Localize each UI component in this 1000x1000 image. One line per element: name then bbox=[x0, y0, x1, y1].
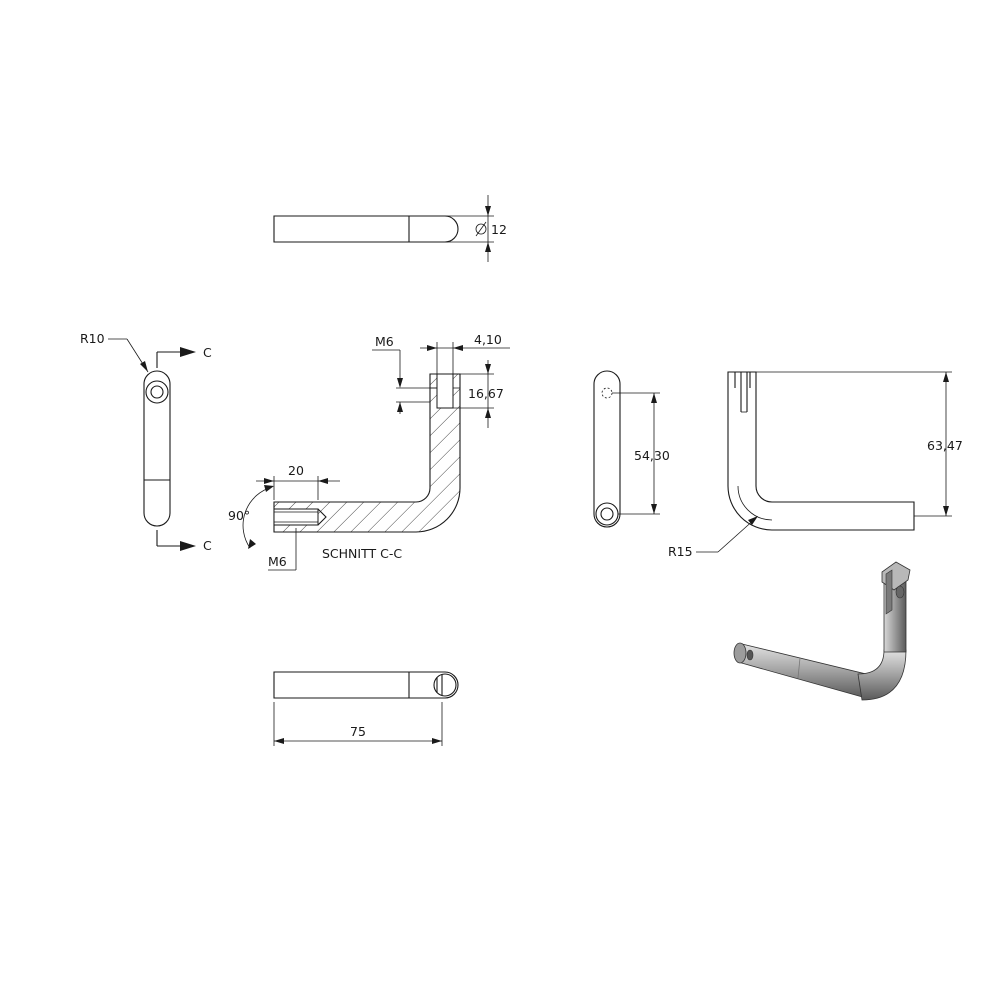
side-view-left: R10 C C bbox=[80, 331, 212, 553]
hole-spacing-label: 54,30 bbox=[634, 448, 670, 463]
slot-width-label: 4,10 bbox=[474, 332, 502, 347]
length-label: 75 bbox=[350, 724, 366, 739]
section-marker-top: C bbox=[203, 345, 212, 360]
slot-depth-label: 16,67 bbox=[468, 386, 504, 401]
thread-top-label: M6 bbox=[375, 334, 394, 349]
diameter-label: 12 bbox=[491, 222, 507, 237]
radius-end-label: R10 bbox=[80, 331, 105, 346]
bend-view: 63,47 R15 bbox=[668, 371, 963, 559]
section-label: SCHNITT C-C bbox=[322, 546, 402, 561]
section-marker-bottom: C bbox=[203, 538, 212, 553]
height-label: 63,47 bbox=[927, 438, 963, 453]
section-view: 20 90° M6 SCHNITT C-C M6 4,10 16,67 bbox=[228, 332, 510, 571]
side-view-right: 54,30 bbox=[593, 370, 670, 528]
front-view: 75 bbox=[273, 671, 459, 746]
top-view: 12 bbox=[273, 195, 507, 262]
isometric-view bbox=[733, 561, 911, 701]
thread-bottom-label: M6 bbox=[268, 554, 287, 569]
radius-bend-label: R15 bbox=[668, 544, 693, 559]
thread-length-label: 20 bbox=[288, 463, 304, 478]
angle-label: 90° bbox=[228, 508, 250, 523]
